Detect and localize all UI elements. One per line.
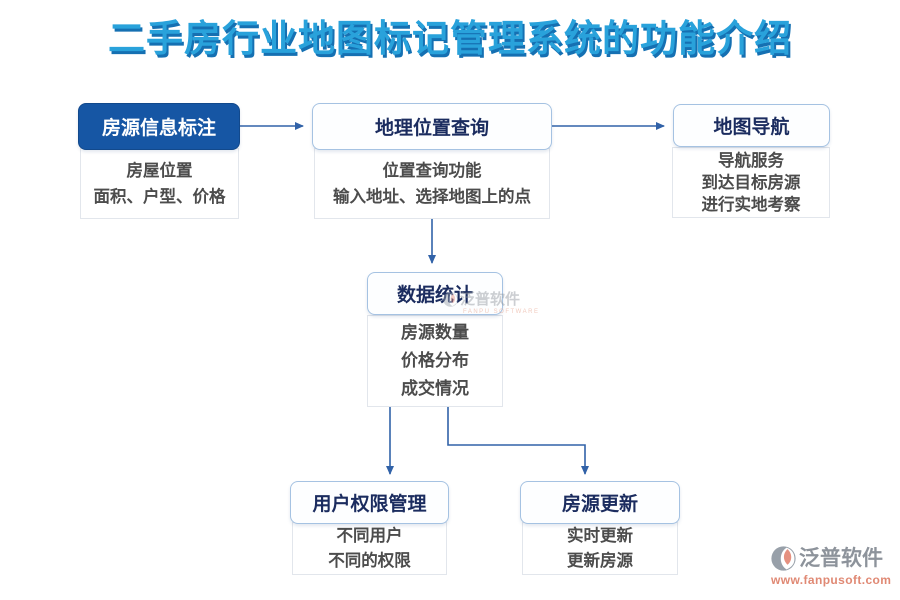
node-listing-update-desc: 实时更新 更新房源: [522, 522, 678, 575]
fanpu-logo-icon: [771, 546, 796, 571]
desc-line: 实时更新: [567, 526, 633, 545]
edge-statistics-to-update: [447, 405, 589, 475]
node-user-permission-label: 用户权限管理: [312, 494, 427, 515]
node-geo-query-desc: 位置查询功能 输入地址、选择地图上的点: [314, 148, 550, 219]
fanpu-url-text: www.fanpusoft.com: [771, 573, 892, 587]
node-listing-annotation-label: 房源信息标注: [101, 118, 216, 139]
watermark-subtext: FANPU SOFTWARE: [463, 309, 540, 315]
node-listing-annotation-desc: 房屋位置 面积、户型、价格: [80, 148, 239, 219]
page-title: 二手房行业地图标记管理系统的功能介绍: [108, 18, 792, 59]
node-listing-update: 房源更新: [520, 481, 680, 524]
node-map-navigation-desc: 导航服务 到达目标房源 进行实地考察: [672, 147, 830, 218]
watermark-brand: 泛普软件: [460, 291, 521, 308]
node-map-navigation-label: 地图导航: [713, 117, 790, 138]
desc-line: 导航服务: [718, 151, 784, 170]
desc-line: 更新房源: [567, 551, 633, 570]
watermark-logo-icon: [443, 292, 458, 307]
desc-line: 面积、户型、价格: [93, 187, 226, 206]
desc-line: 不同的权限: [328, 551, 411, 570]
desc-line: 不同用户: [336, 526, 403, 545]
node-map-navigation: 地图导航: [673, 104, 830, 147]
desc-line: 成交情况: [401, 379, 469, 398]
desc-line: 位置查询功能: [382, 161, 482, 180]
node-listing-annotation: 房源信息标注: [78, 103, 240, 150]
node-user-permission-desc: 不同用户 不同的权限: [292, 522, 447, 575]
node-data-statistics-label: 数据统计: [396, 285, 473, 306]
fanpu-logo: 泛普软件 www.fanpusoft.com: [771, 546, 891, 586]
desc-line: 输入地址、选择地图上的点: [333, 187, 531, 206]
desc-line: 价格分布: [401, 351, 469, 370]
fanpu-brand-text: 泛普软件: [799, 547, 883, 570]
node-listing-update-label: 房源更新: [561, 494, 638, 515]
node-user-permission: 用户权限管理: [290, 481, 449, 524]
desc-line: 进行实地考察: [701, 195, 801, 214]
desc-line: 房屋位置: [126, 161, 193, 180]
node-data-statistics-desc: 房源数量 价格分布 成交情况: [367, 315, 503, 407]
desc-line: 到达目标房源: [701, 173, 801, 192]
center-watermark: 泛普软件 FANPU SOFTWARE: [443, 292, 539, 315]
desc-line: 房源数量: [401, 323, 469, 342]
node-geo-query: 地理位置查询: [312, 103, 552, 150]
node-geo-query-label: 地理位置查询: [374, 118, 489, 139]
node-data-statistics: 数据统计: [367, 272, 503, 315]
